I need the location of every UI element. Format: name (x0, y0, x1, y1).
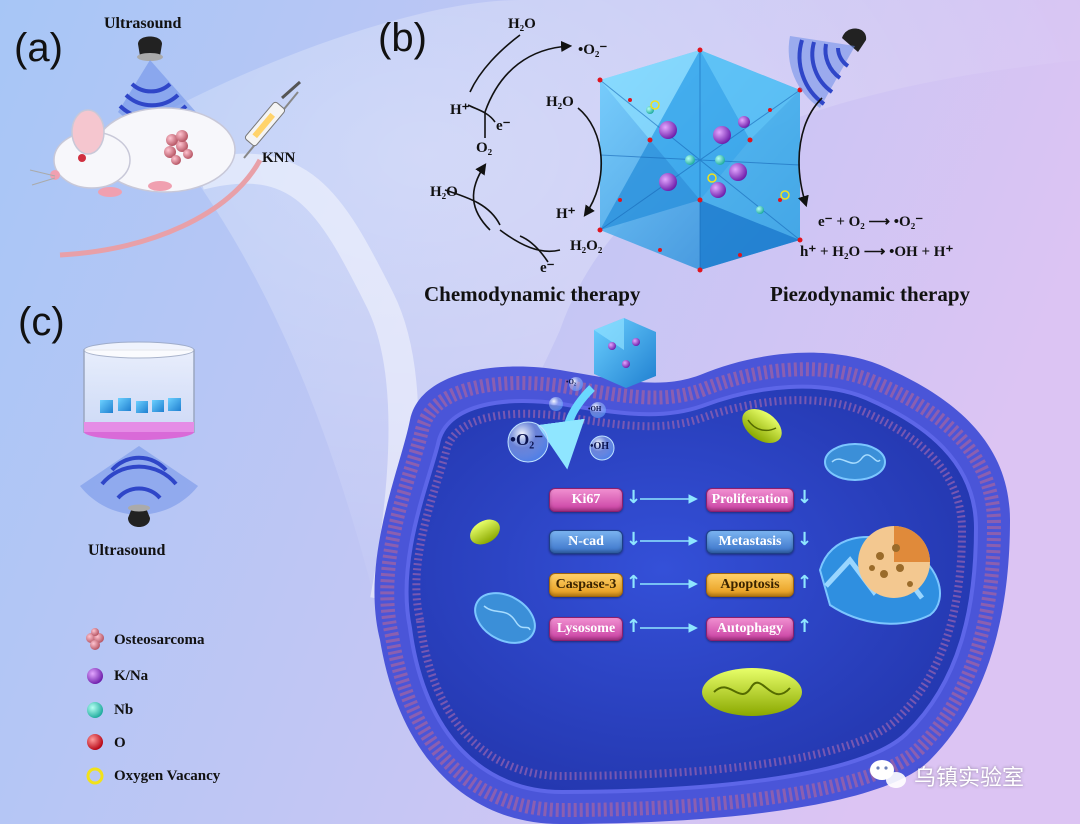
mitochondrion-left (470, 519, 500, 545)
piezo-arrow (797, 97, 823, 208)
legend-label: Osteosarcoma (114, 631, 205, 648)
knn-crystal-lattice (597, 47, 803, 273)
chem-o2: O₂ (476, 140, 493, 156)
outcome-pill: Proliferation (706, 488, 794, 512)
panel-label-a: (a) (14, 26, 63, 70)
osteosarcoma-tumor (164, 130, 193, 165)
up-arrow-icon: ↑ (626, 572, 642, 593)
legend-label: K/Na (114, 667, 149, 684)
chemodynamic-cycle-arrows (444, 34, 603, 263)
piezo-equation-1: e⁻ + O₂ ⟶ •O₂⁻ (818, 214, 924, 230)
wechat-icon (870, 760, 906, 788)
mitochondrion-top (742, 408, 782, 444)
oxygen-vacancy-icon (86, 767, 104, 785)
piezo-equation-2: h⁺ + H₂O ⟶ •OH + H⁺ (800, 244, 954, 260)
entry-arrow (537, 385, 595, 470)
legend-label: Oxygen Vacancy (114, 767, 221, 784)
chem-h2o-left: H₂O (430, 184, 458, 200)
up-arrow-icon: ↑ (797, 616, 813, 637)
legend-item: O (114, 733, 126, 753)
legend-item: Oxygen Vacancy (114, 766, 220, 786)
legend-item: K/Na (114, 666, 148, 686)
chem-o2-radical-top: •O₂⁻ (578, 42, 608, 58)
ultrasound-label-a: Ultrasound (104, 15, 182, 32)
chem-e-minus-bottom: e⁻ (540, 260, 555, 276)
outcome-pill: Metastasis (706, 530, 794, 554)
knn-injection-label: KNN (262, 150, 296, 166)
biomarker-pill: Lysosome (549, 617, 623, 641)
radical-o2-small: •O₂ (566, 378, 576, 386)
osteosarcoma-icon (86, 628, 104, 650)
chem-h2o-top: H₂O (508, 16, 536, 32)
biomarker-pill: N-cad (549, 530, 623, 554)
nb-atom-icon (87, 702, 103, 718)
radical-oh-small: •OH (588, 405, 602, 413)
up-arrow-icon: ↑ (797, 572, 813, 593)
ros-bubbles (507, 377, 615, 463)
chem-h2o2: H₂O₂ (570, 238, 603, 254)
biomarker-pill: Ki67 (549, 488, 623, 512)
culture-dish (83, 341, 195, 440)
legend-item: Osteosarcoma (114, 630, 205, 650)
o-atom-icon (87, 734, 103, 750)
outcome-pill: Autophagy (706, 617, 794, 641)
syringe-icon (243, 80, 301, 159)
chem-h-plus-mid: H⁺ (556, 206, 576, 222)
knn-nanoparticle (594, 318, 656, 388)
chem-e-minus-left: e⁻ (496, 118, 511, 134)
panel-label-c: (c) (18, 300, 65, 344)
down-arrow-icon: ↓ (626, 529, 642, 550)
chem-h-plus-left: H⁺ (450, 102, 470, 118)
endoplasmic-reticulum-top (824, 443, 886, 481)
legend-label: O (114, 734, 126, 751)
legend-label: Nb (114, 701, 134, 718)
k-na-atom-icon (87, 668, 103, 684)
watermark: 乌镇实验室 (868, 760, 1024, 792)
radical-oh: •OH (590, 441, 610, 452)
panel-label-b: (b) (378, 16, 427, 60)
piezodynamic-therapy-title: Piezodynamic therapy (770, 282, 971, 306)
down-arrow-icon: ↓ (797, 487, 813, 508)
radical-o2-big: •O₂⁻ (510, 430, 544, 449)
chemodynamic-therapy-title: Chemodynamic therapy (424, 282, 641, 306)
up-arrow-icon: ↑ (626, 616, 642, 637)
chem-h2o-mid: H₂O (546, 94, 574, 110)
outcome-pill: Apoptosis (706, 573, 794, 597)
down-arrow-icon: ↓ (797, 529, 813, 550)
ultrasound-transducer-b (788, 28, 867, 108)
legend-icons (86, 628, 104, 785)
cell-nucleus (818, 526, 941, 625)
down-arrow-icon: ↓ (626, 487, 642, 508)
watermark-text: 乌镇实验室 (914, 766, 1025, 791)
biomarker-pill: Caspase-3 (549, 573, 623, 597)
marker-to-outcome-arrows (640, 494, 698, 633)
mouse-illustration (29, 107, 263, 258)
endoplasmic-reticulum-left (474, 592, 536, 644)
mitochondrion-bottom (702, 668, 802, 716)
ultrasound-label-c: Ultrasound (88, 542, 166, 559)
ultrasound-transducer-c (80, 446, 198, 527)
legend-item: Nb (114, 700, 133, 720)
